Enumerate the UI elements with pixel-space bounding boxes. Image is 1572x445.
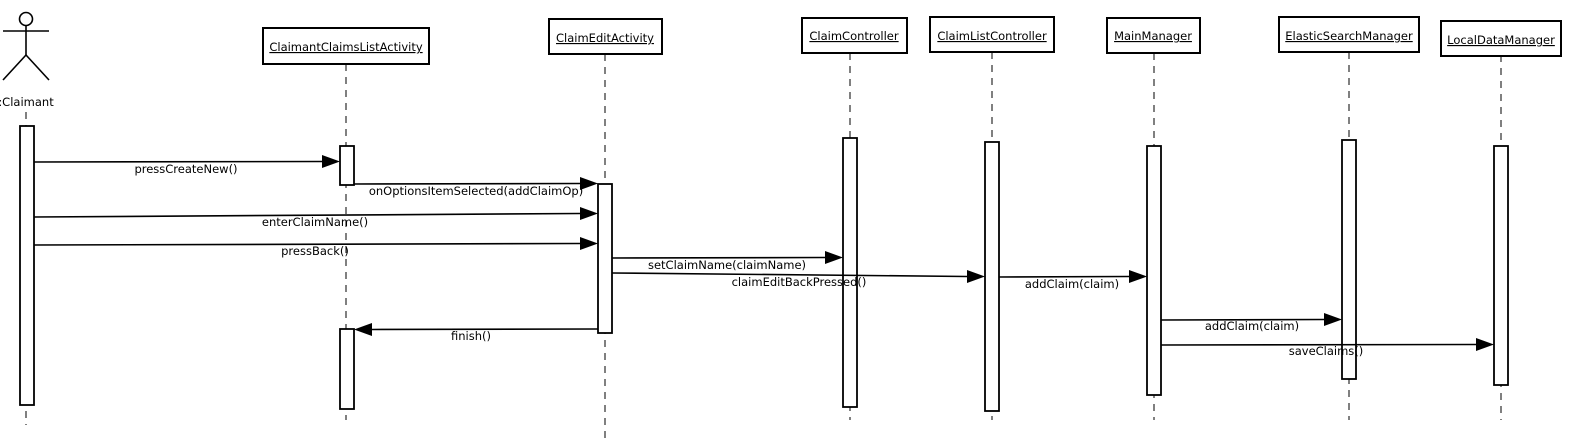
object-claimant-claims-list-activity: ClaimantClaimsListActivity [262,27,430,65]
message-claim-edit-back-pressed: claimEditBackPressed() [611,270,985,289]
stick-figure-icon [2,11,50,81]
message-finish: finish() [354,323,599,343]
message-set-claim-name: setClaimName(claimName) [611,251,843,272]
activation-claim-controller [842,137,858,408]
activation-local-data-manager [1493,145,1509,386]
object-label: ElasticSearchManager [1285,29,1413,43]
message-label: pressBack() [281,244,349,258]
activation-claimant-claims-list-activity-2 [339,328,355,410]
message-enter-claim-name: enterClaimName() [33,207,598,229]
object-claim-list-controller: ClaimListController [929,16,1055,53]
message-label: addClaim(claim) [1205,319,1299,333]
activation-claimant-claims-list-activity-1 [339,145,355,186]
activation-claim-edit-activity [597,183,613,334]
object-label: MainManager [1114,29,1192,43]
message-label: addClaim(claim) [1025,277,1119,291]
message-press-create-new: pressCreateNew() [33,155,340,176]
message-label: finish() [451,329,491,343]
activation-claimant [19,125,35,406]
message-add-claim-elastic-search: addClaim(claim) [1160,313,1342,333]
message-label: enterClaimName() [262,215,368,229]
actor-label: :Claimant [0,95,54,109]
message-press-back: pressBack() [33,237,598,258]
message-label: pressCreateNew() [134,162,237,176]
object-label: ClaimListController [937,29,1047,43]
message-add-claim-main-manager: addClaim(claim) [998,270,1147,291]
message-save-claims: saveClaims() [1160,338,1494,358]
object-claim-controller: ClaimController [801,17,908,54]
activation-main-manager [1146,145,1162,396]
activation-bars [19,125,1509,412]
object-local-data-manager: LocalDataManager [1440,20,1562,57]
object-claim-edit-activity: ClaimEditActivity [548,18,663,55]
message-label: claimEditBackPressed() [732,275,867,289]
object-main-manager: MainManager [1106,17,1201,54]
actor-claimant: :Claimant [0,11,54,109]
object-label: LocalDataManager [1447,33,1555,47]
message-label: setClaimName(claimName) [648,258,806,272]
message-on-options-item-selected: onOptionsItemSelected(addClaimOp) [353,177,598,198]
message-label: saveClaims() [1289,344,1364,358]
message-label: onOptionsItemSelected(addClaimOp) [369,184,583,198]
object-label: ClaimantClaimsListActivity [269,40,422,54]
activation-elastic-search-manager [1341,139,1357,380]
object-label: ClaimController [809,29,899,43]
object-elastic-search-manager: ElasticSearchManager [1278,16,1420,53]
activation-claim-list-controller [984,141,1000,412]
object-label: ClaimEditActivity [556,31,654,45]
